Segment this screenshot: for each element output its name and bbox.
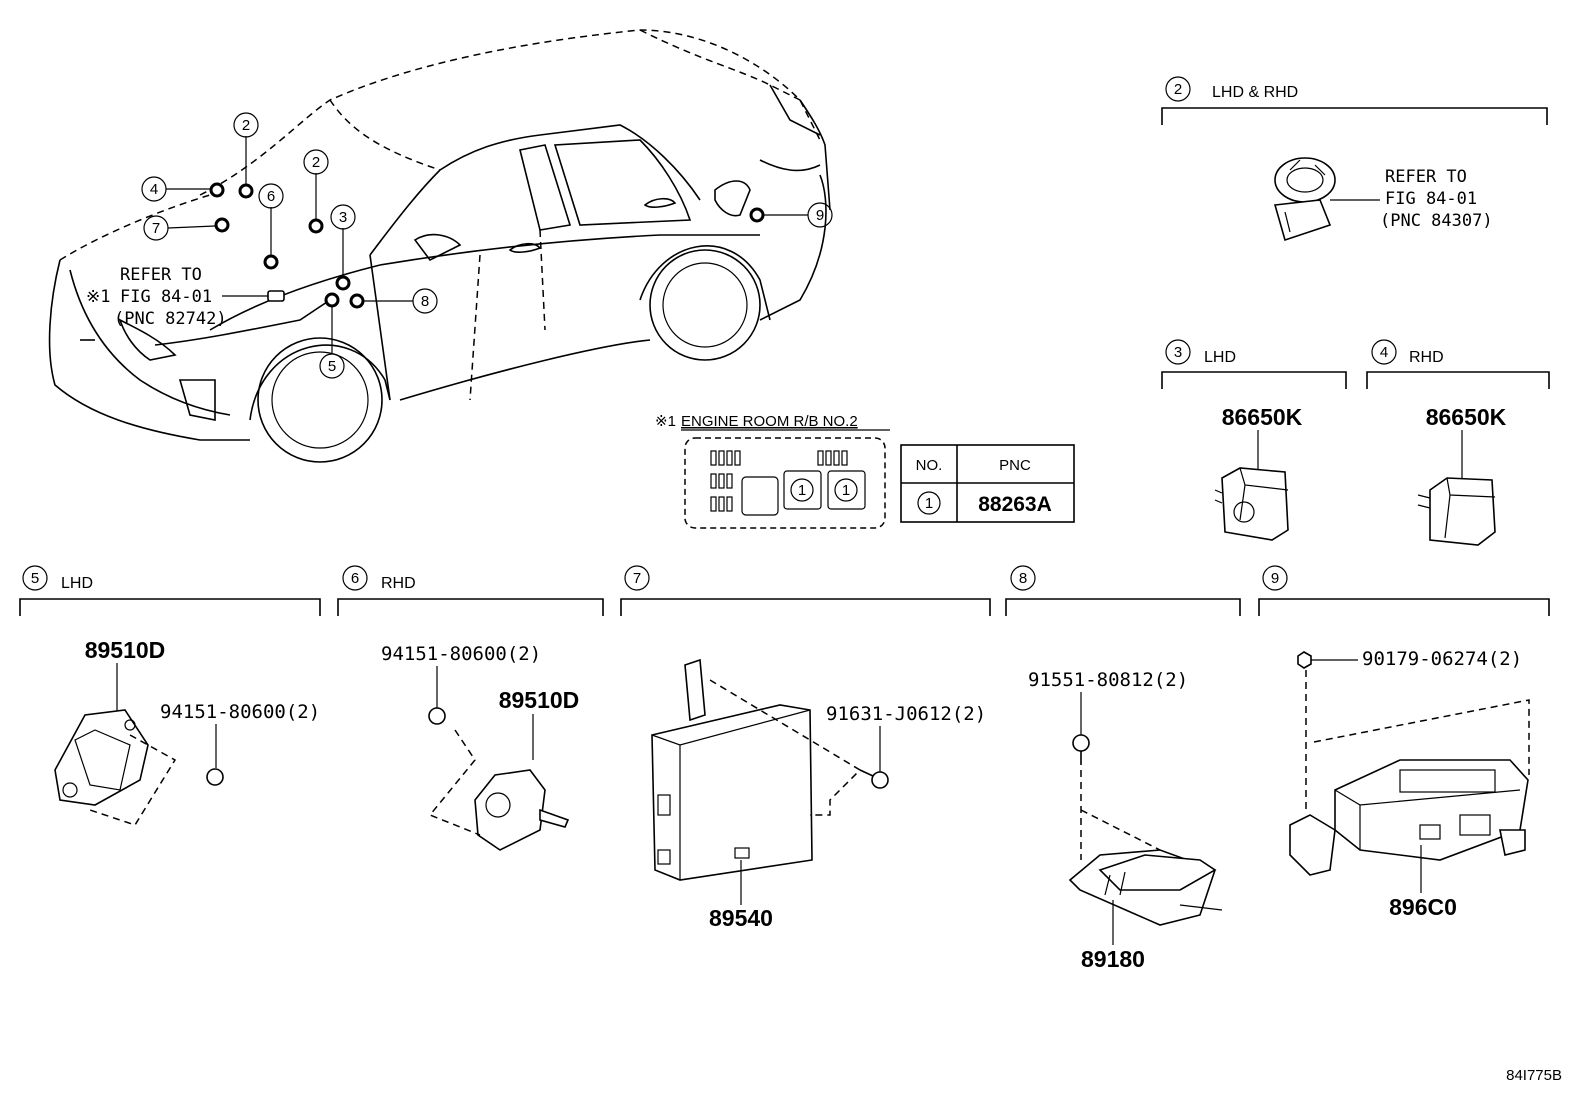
connector-icon — [267, 290, 285, 302]
ecu-module-part — [1417, 477, 1496, 546]
relay-block: ※1 ENGINE ROOM R/B NO.2 1 1 — [655, 413, 890, 529]
bolt-part-number: 91551-80812(2) — [1028, 669, 1188, 691]
refer-line: REFER TO — [120, 265, 202, 285]
section-title: LHD & RHD — [1212, 84, 1298, 101]
callout-number: 2 — [312, 154, 320, 171]
callout-number: 3 — [339, 209, 347, 226]
section-3: 3 LHD 86650K — [1161, 339, 1347, 541]
section-6: 6 RHD 94151-80600(2) 89510D — [337, 565, 604, 851]
part-number-89540: 89540 — [709, 905, 773, 931]
overview-locations: 2 4 6 2 7 3 8 5 9 — [141, 112, 833, 379]
callout-number: 6 — [267, 188, 275, 205]
callout-number: 5 — [328, 358, 336, 375]
part-number-89510d: 89510D — [499, 687, 580, 713]
callout-number: 2 — [242, 117, 250, 134]
refer-line: FIG 84-01 — [120, 287, 212, 307]
callout-number: 4 — [150, 181, 158, 198]
bolt-part-number: 91631-J0612(2) — [826, 703, 986, 725]
callout-number: 7 — [152, 220, 160, 237]
table-row-pnc: 88263A — [978, 493, 1052, 516]
section-number: 5 — [31, 570, 39, 587]
section-number: 2 — [1174, 81, 1182, 98]
bolt-part-number: 94151-80600(2) — [381, 643, 541, 665]
ecu-module-part — [651, 658, 862, 881]
section-number: 9 — [1271, 570, 1279, 587]
part-number-86650k: 86650K — [1222, 404, 1303, 430]
bolt-icon — [859, 769, 889, 789]
location-dot — [749, 207, 765, 223]
callout-number: 9 — [816, 207, 824, 224]
part-number-896c0: 896C0 — [1389, 894, 1457, 920]
location-dot — [349, 293, 365, 309]
section-2: 2 LHD & RHD REFER TO FIG 84-01 (PNC 8430… — [1161, 76, 1548, 242]
refer-line: REFER TO — [1385, 167, 1467, 187]
bolt-icon — [206, 768, 224, 786]
refer-line: FIG 84-01 — [1385, 189, 1477, 209]
bolt-icon — [1297, 651, 1312, 669]
section-8: 8 91551-80812(2) 89180 — [1005, 565, 1241, 972]
overview-refer-note: REFER TO ※1 FIG 84-01 (PNC 82742) — [86, 265, 285, 329]
ecu-module-part — [1289, 670, 1530, 876]
bolt-part-number: 90179-06274(2) — [1362, 648, 1522, 670]
section-5: 5 LHD 89510D 94151-80600(2) — [19, 565, 321, 826]
location-dot — [308, 218, 324, 234]
bolt-part-number: 94151-80600(2) — [160, 701, 320, 723]
section-title: LHD — [61, 575, 93, 592]
section-number: 6 — [351, 570, 359, 587]
section-title: LHD — [1204, 349, 1236, 366]
bolt-icon — [1072, 734, 1090, 765]
callout-number: 8 — [421, 293, 429, 310]
location-dot — [263, 254, 279, 270]
vehicle-outline — [48, 29, 831, 463]
refer-line: (PNC 82742) — [114, 309, 227, 329]
location-dot — [335, 275, 351, 291]
section-number: 7 — [633, 570, 641, 587]
section-number: 3 — [1174, 344, 1182, 361]
section-9: 9 90179-06274(2) 896C0 — [1258, 565, 1550, 920]
section-number: 8 — [1019, 570, 1027, 587]
location-dot — [324, 292, 340, 308]
fuse-mark: 1 — [798, 482, 806, 499]
section-title: RHD — [1409, 349, 1444, 366]
fuse-mark: 1 — [842, 482, 850, 499]
relay-block-mark: ※1 — [655, 413, 676, 430]
section-number: 4 — [1380, 344, 1388, 361]
section-7: 7 91631-J0612(2) 89540 — [620, 565, 991, 931]
part-number-89510d: 89510D — [85, 637, 166, 663]
table-header-no: NO. — [916, 457, 943, 474]
part-number-89180: 89180 — [1081, 946, 1145, 972]
part-number-86650k: 86650K — [1426, 404, 1507, 430]
location-dot — [238, 183, 254, 199]
figure-id: 84I775B — [1506, 1067, 1562, 1084]
location-dot — [209, 182, 225, 198]
relay-table: NO. PNC 1 88263A — [900, 444, 1075, 523]
relay-block-title: ENGINE ROOM R/B NO.2 — [681, 413, 858, 430]
steering-sensor-part — [1273, 157, 1336, 242]
table-header-pnc: PNC — [999, 457, 1031, 474]
bolt-icon — [428, 707, 446, 725]
sensor-part — [428, 729, 570, 851]
section-4: 4 RHD 86650K — [1366, 339, 1550, 546]
sensor-part — [1068, 770, 1223, 926]
refer-line: (PNC 84307) — [1380, 211, 1493, 231]
table-row-no: 1 — [925, 495, 933, 512]
ecu-module-part — [1214, 467, 1289, 541]
section-title: RHD — [381, 575, 416, 592]
sensor-part — [54, 709, 177, 826]
fuse-icon-group — [710, 450, 848, 512]
location-dot — [214, 217, 230, 233]
refer-mark: ※1 — [86, 287, 110, 307]
